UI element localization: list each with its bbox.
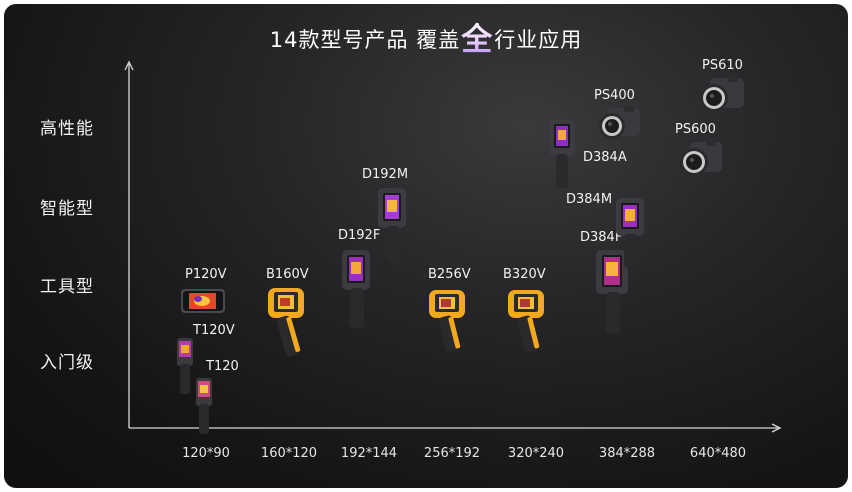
label-ps400: PS400 <box>594 88 635 103</box>
device-t120-image <box>196 378 212 434</box>
device-d384f-image <box>596 250 628 334</box>
title-text-before: 14款型号产品 覆盖 <box>269 28 461 52</box>
device-d192m-image <box>378 188 406 262</box>
y-label-high-performance: 高性能 <box>40 119 94 139</box>
y-axis-arrow <box>124 60 134 71</box>
x-label-320x240: 320*240 <box>507 446 565 461</box>
device-d192f-image <box>342 250 370 328</box>
label-t120: T120 <box>206 359 239 374</box>
label-b256v: B256V <box>428 267 471 282</box>
label-d384m: D384M <box>566 192 613 207</box>
title-text-after: 行业应用 <box>494 28 583 52</box>
x-label-256x192: 256*192 <box>423 446 481 461</box>
device-d384a-image <box>549 120 575 188</box>
device-p120v-image <box>181 289 225 313</box>
title-highlight-char: 全 <box>461 22 494 58</box>
label-b320v: B320V <box>503 267 546 282</box>
device-b320v-image <box>508 290 544 353</box>
label-b160v: B160V <box>266 267 309 282</box>
x-label-160x120: 160*120 <box>260 446 318 461</box>
label-t120v: T120V <box>193 323 235 338</box>
device-t120v-image <box>177 338 193 394</box>
x-label-384x288: 384*288 <box>598 446 656 461</box>
label-d384f: D384F <box>580 230 623 245</box>
label-p120v: P120V <box>185 267 227 282</box>
device-b160v-image <box>268 288 304 357</box>
x-label-120x90: 120*90 <box>182 446 230 461</box>
slide-background <box>4 4 848 488</box>
slide-title: 14款型号产品 覆盖全行业应用 <box>0 14 852 59</box>
device-d384m-image <box>616 198 644 268</box>
label-ps600: PS600 <box>675 122 716 137</box>
label-d384a: D384A <box>583 150 627 165</box>
device-b256v-image <box>429 290 465 353</box>
device-ps400-image <box>599 106 640 139</box>
x-label-192x144: 192*144 <box>340 446 398 461</box>
label-d192f: D192F <box>338 228 381 243</box>
y-label-smart: 智能型 <box>40 199 94 219</box>
device-ps600-image <box>680 140 722 176</box>
label-d192m: D192M <box>362 167 409 182</box>
x-label-640x480: 640*480 <box>689 446 747 461</box>
y-label-tool: 工具型 <box>40 277 94 297</box>
device-ps610-image <box>700 76 744 112</box>
x-axis-arrow <box>771 423 782 433</box>
label-ps610: PS610 <box>702 58 743 73</box>
y-label-entry: 入门级 <box>40 353 94 373</box>
